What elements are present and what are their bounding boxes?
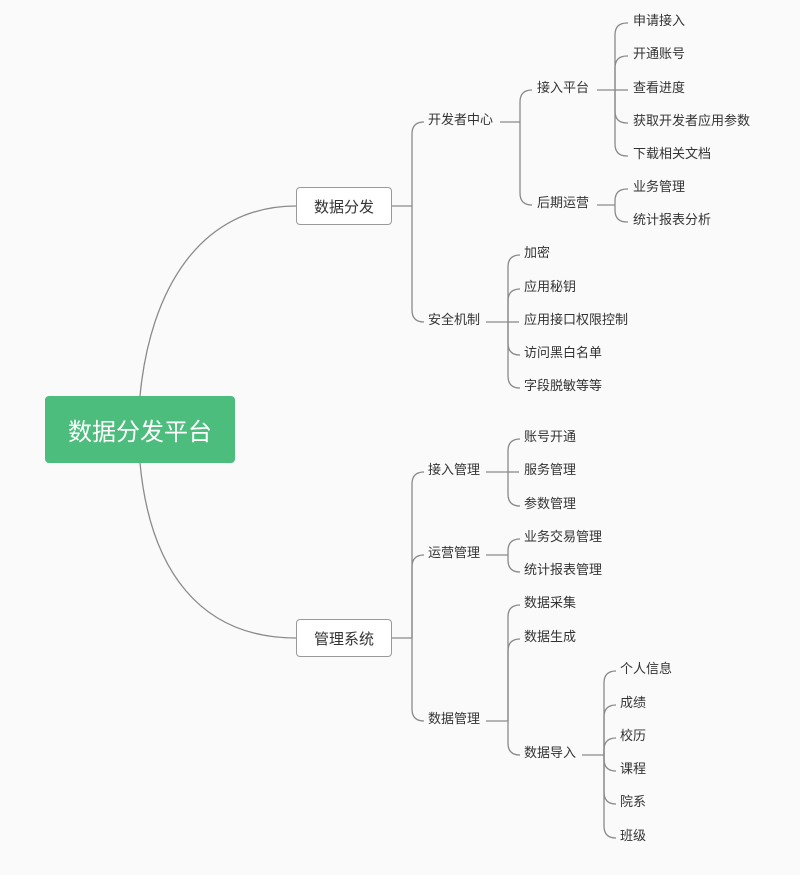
node-business-mgmt[interactable]: 业务管理: [633, 180, 686, 195]
node-stat-report-analysis[interactable]: 统计报表分析: [633, 213, 712, 228]
connector-root-to-management: [139, 462, 297, 639]
node-apply-access[interactable]: 申请接入: [633, 14, 686, 29]
node-later-operation[interactable]: 后期运营: [537, 196, 590, 211]
bracket-data-import-child-5: [603, 755, 617, 839]
bracket-distribution-child-0: [411, 121, 425, 206]
node-access-blacklist[interactable]: 访问黑白名单: [524, 346, 603, 361]
bracket-distribution-child-1: [411, 206, 425, 323]
node-account-opening[interactable]: 账号开通: [524, 430, 577, 445]
bracket-security-child-4: [507, 322, 521, 389]
node-get-dev-params[interactable]: 获取开发者应用参数: [633, 114, 751, 129]
node-param-mgmt[interactable]: 参数管理: [524, 497, 577, 512]
bracket-security-child-1: [507, 288, 521, 322]
bracket-developer-center-child-0: [519, 89, 533, 122]
bracket-data-import-child-2: [603, 737, 617, 755]
node-data-collection[interactable]: 数据采集: [524, 596, 577, 611]
bracket-data-mgmt-child-0: [507, 604, 521, 721]
node-service-mgmt[interactable]: 服务管理: [524, 463, 577, 478]
node-download-docs[interactable]: 下载相关文档: [633, 147, 712, 162]
node-developer-center[interactable]: 开发者中心: [428, 113, 494, 128]
root-node[interactable]: 数据分发平台: [45, 396, 235, 463]
bracket-access-platform-child-4: [614, 90, 628, 157]
bracket-management-child-1: [411, 554, 425, 638]
bracket-management-child-2: [411, 638, 425, 722]
node-data-import[interactable]: 数据导入: [524, 746, 577, 761]
bracket-later-operation-child-0: [614, 188, 628, 205]
node-grades[interactable]: 成绩: [620, 696, 647, 711]
bracket-data-import-child-1: [603, 704, 617, 755]
bracket-access-mgmt-child-0: [507, 438, 521, 472]
node-data-generation[interactable]: 数据生成: [524, 630, 577, 645]
branch-data-distribution[interactable]: 数据分发: [296, 187, 392, 225]
node-access-platform[interactable]: 接入平台: [537, 81, 590, 96]
node-personal-info[interactable]: 个人信息: [620, 662, 673, 677]
node-data-mgmt[interactable]: 数据管理: [428, 712, 481, 727]
bracket-data-import-child-3: [603, 755, 617, 772]
node-classes[interactable]: 班级: [620, 829, 647, 844]
node-field-masking[interactable]: 字段脱敏等等: [524, 379, 603, 394]
bracket-operation-mgmt-child-0: [507, 538, 521, 555]
node-access-mgmt[interactable]: 接入管理: [428, 463, 481, 478]
bracket-developer-center-child-1: [519, 122, 533, 206]
bracket-data-mgmt-child-1: [507, 638, 521, 721]
bracket-access-platform-child-0: [614, 22, 628, 90]
node-api-permission[interactable]: 应用接口权限控制: [524, 313, 629, 328]
bracket-data-import-child-4: [603, 755, 617, 805]
bracket-access-mgmt-child-2: [507, 472, 521, 507]
node-departments[interactable]: 院系: [620, 795, 647, 810]
bracket-operation-mgmt-child-1: [507, 555, 521, 573]
node-courses[interactable]: 课程: [620, 762, 647, 777]
node-app-secret-key[interactable]: 应用秘钥: [524, 280, 577, 295]
bracket-data-mgmt-child-2: [507, 721, 521, 756]
node-stat-report-mgmt[interactable]: 统计报表管理: [524, 563, 603, 578]
branch-management-system[interactable]: 管理系统: [296, 619, 392, 657]
bracket-data-import-child-0: [603, 670, 617, 755]
bracket-later-operation-child-1: [614, 205, 628, 223]
node-security-mechanism[interactable]: 安全机制: [428, 313, 481, 328]
node-transaction-mgmt[interactable]: 业务交易管理: [524, 530, 603, 545]
node-encryption[interactable]: 加密: [524, 246, 551, 261]
node-open-account[interactable]: 开通账号: [633, 47, 686, 62]
bracket-access-platform-child-3: [614, 90, 628, 124]
bracket-security-child-3: [507, 322, 521, 356]
node-operation-mgmt[interactable]: 运营管理: [428, 546, 481, 561]
bracket-access-platform-child-1: [614, 55, 628, 90]
node-check-progress[interactable]: 查看进度: [633, 81, 686, 96]
connector-root-to-distribution: [139, 205, 297, 397]
node-school-calendar[interactable]: 校历: [620, 729, 647, 744]
bracket-management-child-0: [411, 471, 425, 638]
bracket-security-child-0: [507, 254, 521, 322]
